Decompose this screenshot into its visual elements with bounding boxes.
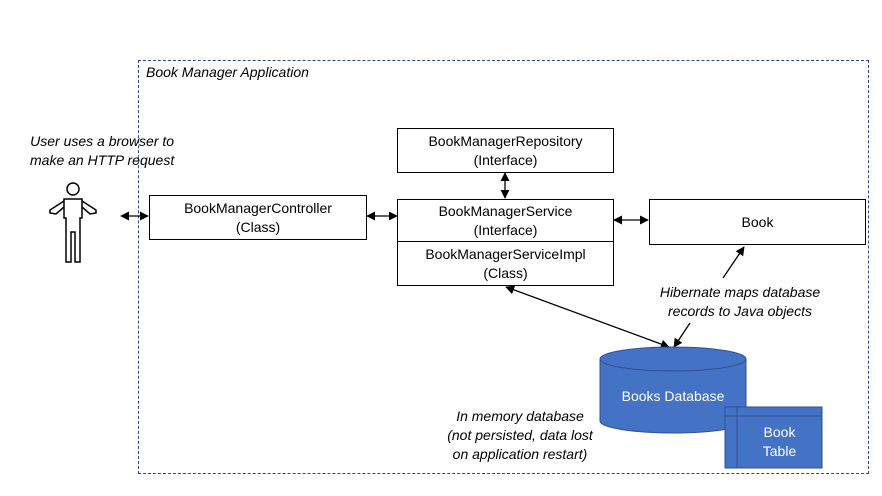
controller-name: BookManagerController: [184, 199, 332, 216]
repository-name: BookManagerRepository: [428, 132, 583, 149]
service-impl-name: BookManagerServiceImpl: [425, 245, 586, 262]
memory-note: In memory database (not persisted, data …: [420, 407, 620, 464]
arrow-serviceimpl-database: [505, 285, 670, 349]
memory-note-line3: on application restart): [452, 446, 588, 462]
user-note-line1: User uses a browser to: [30, 133, 175, 149]
repository-kind: (Interface): [473, 151, 538, 168]
controller-box: BookManagerController (Class): [149, 195, 367, 240]
application-title: Book Manager Application: [146, 64, 309, 80]
user-icon: [49, 182, 97, 263]
hibernate-note-line1: Hibernate maps database: [659, 284, 821, 300]
controller-kind: (Class): [235, 218, 281, 235]
service-impl-kind: (Class): [483, 264, 528, 281]
memory-note-line2: (not persisted, data lost: [447, 427, 593, 443]
book-name: Book: [741, 213, 774, 230]
table-icon: [724, 406, 823, 469]
book-box: Book: [649, 199, 866, 245]
arrow-book-hibernate: [722, 246, 745, 279]
service-impl-box: BookManagerServiceImpl (Class): [397, 241, 614, 286]
service-name: BookManagerService: [438, 202, 573, 219]
user-note: User uses a browser to make an HTTP requ…: [30, 132, 174, 170]
hibernate-note: Hibernate maps database records to Java …: [640, 283, 840, 321]
database-label: Books Database: [621, 388, 725, 404]
user-note-line2: make an HTTP request: [30, 152, 175, 168]
table-label: Book Table: [737, 423, 822, 461]
database-cylinder: [599, 346, 747, 434]
application-boundary: [138, 60, 869, 474]
table-label-line1: Book: [763, 424, 796, 440]
service-kind: (Interface): [473, 221, 538, 238]
repository-box: BookManagerRepository (Interface): [397, 128, 614, 173]
hibernate-note-line2: records to Java objects: [668, 303, 812, 319]
table-label-line2: Table: [762, 443, 797, 459]
memory-note-line1: In memory database: [456, 408, 584, 424]
arrow-hibernate-database: [673, 322, 691, 348]
service-box: BookManagerService (Interface): [397, 199, 614, 242]
